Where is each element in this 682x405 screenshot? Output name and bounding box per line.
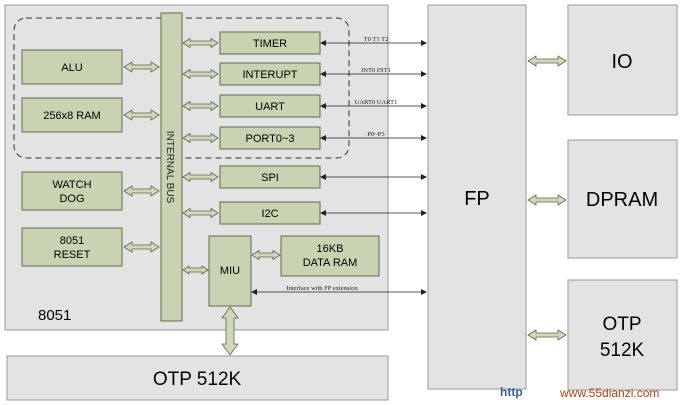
fp-label: FP bbox=[464, 188, 490, 210]
miu-label: MIU bbox=[220, 265, 240, 277]
miu-otp-arrow bbox=[221, 306, 239, 356]
reset-bus-arrow bbox=[123, 241, 160, 253]
ram-label: 256x8 RAM bbox=[43, 110, 100, 122]
uart-signal-label: UART0 UART1 bbox=[355, 99, 398, 106]
io-panel bbox=[567, 4, 678, 116]
dataram-label-line2: DATA RAM bbox=[303, 257, 358, 269]
uart-label: UART bbox=[255, 101, 285, 113]
internal-bus bbox=[160, 12, 183, 322]
reset-block bbox=[21, 227, 123, 267]
bus-spi-arrow bbox=[182, 171, 219, 183]
alu-label: ALU bbox=[61, 62, 82, 74]
interupt-label: INTERUPT bbox=[243, 69, 298, 81]
bus-port-arrow bbox=[182, 132, 219, 144]
port-signal-label: P0~P3 bbox=[367, 131, 384, 138]
reset-label-line1: 8051 bbox=[60, 235, 84, 247]
fp-panel bbox=[427, 4, 527, 390]
miu-dataram-arrow bbox=[251, 249, 281, 261]
bus-uart-arrow bbox=[182, 100, 219, 112]
peripheral-fp-arrows bbox=[251, 40, 427, 295]
bus-i2c-arrow bbox=[182, 207, 219, 219]
dataram-label-line1: 16KB bbox=[317, 243, 344, 255]
bus-timer-arrow bbox=[182, 37, 219, 49]
internal-bus-label: INTERNAL BUS bbox=[164, 131, 175, 204]
port-label: PORT0~3 bbox=[245, 133, 294, 145]
bus-interupt-arrow bbox=[182, 68, 219, 80]
fp-right-arrows bbox=[527, 55, 567, 341]
otp-right-label-line2: 512K bbox=[600, 340, 645, 361]
miu-block bbox=[208, 235, 252, 307]
spi-label: SPI bbox=[261, 172, 279, 184]
left-bus-arrows bbox=[123, 61, 160, 253]
watchdog-bus-arrow bbox=[123, 185, 160, 197]
otp-bottom-panel bbox=[6, 355, 389, 401]
alu-block bbox=[21, 49, 123, 85]
cpu-8051-label: 8051 bbox=[38, 307, 71, 324]
dpram-label: DPRAM bbox=[586, 189, 658, 211]
watchdog-label-line1: WATCH bbox=[52, 179, 91, 191]
otp-right-label-line1: OTP bbox=[602, 314, 641, 335]
otp-right-panel bbox=[567, 279, 678, 391]
timer-signal-label: T0 T1 T2 bbox=[364, 36, 389, 43]
io-label: IO bbox=[611, 51, 632, 73]
watchdog-block bbox=[21, 171, 123, 211]
bus-peripheral-arrows bbox=[182, 37, 281, 275]
watermark-prefix: http bbox=[500, 385, 523, 399]
bus-miu-arrow bbox=[182, 265, 209, 275]
i2c-label: I2C bbox=[261, 208, 278, 220]
watermark-site: www.55dianzi.com bbox=[559, 386, 659, 400]
interupt-signal-label: INT0 INT1 bbox=[361, 67, 391, 74]
fp-io-arrow bbox=[527, 55, 567, 67]
timer-label: TIMER bbox=[253, 38, 287, 50]
reset-label-line2: RESET bbox=[54, 249, 91, 261]
alu-bus-arrow bbox=[123, 61, 160, 73]
fp-ext-signal-label: Interface with FP extension bbox=[286, 285, 358, 292]
ram-block bbox=[21, 97, 123, 133]
watchdog-label-line2: DOG bbox=[59, 193, 84, 205]
dataram-block bbox=[280, 235, 380, 277]
fp-dpram-arrow bbox=[527, 194, 567, 206]
ram-bus-arrow bbox=[123, 109, 160, 121]
dpram-panel bbox=[567, 139, 678, 259]
otp-bottom-label: OTP 512K bbox=[153, 369, 242, 390]
fp-otp-arrow bbox=[527, 329, 567, 341]
